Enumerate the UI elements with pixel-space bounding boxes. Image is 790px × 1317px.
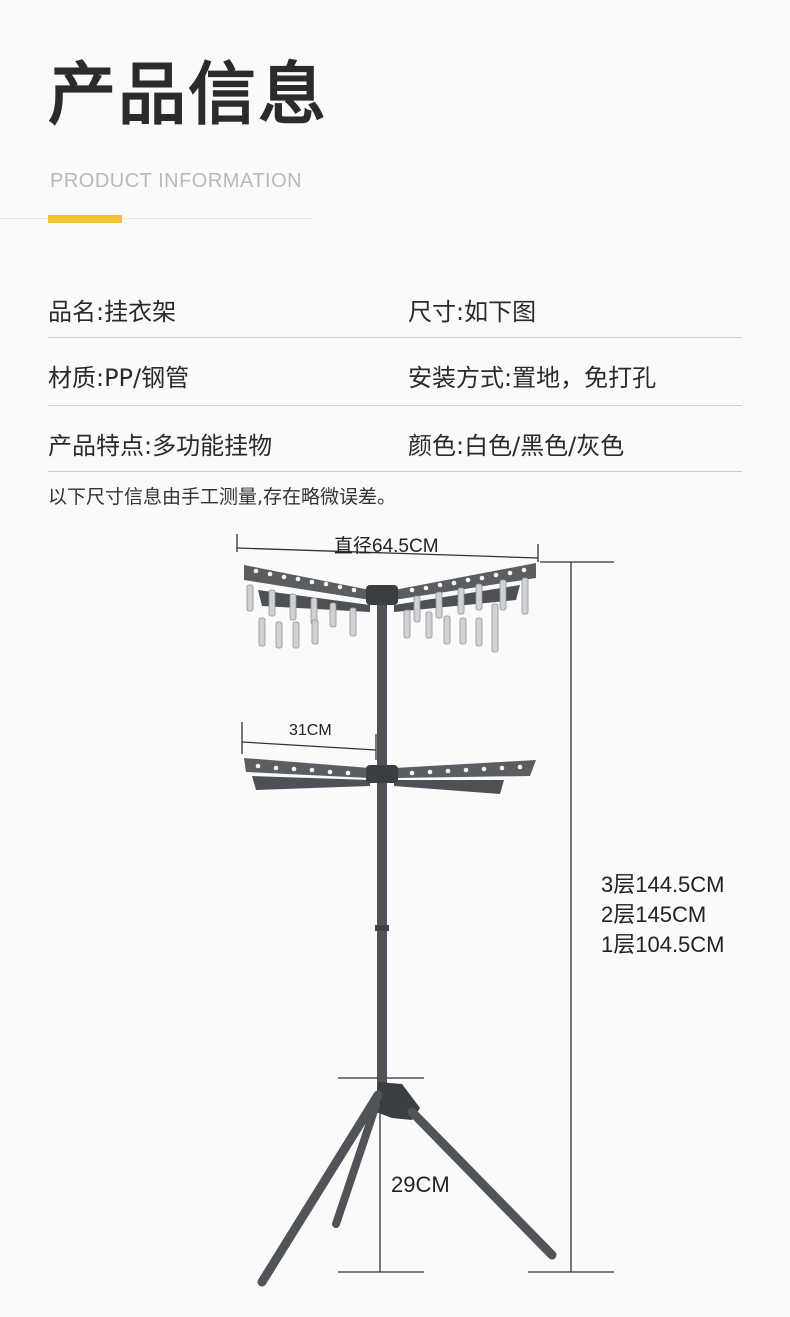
- page-subtitle: PRODUCT INFORMATION: [50, 170, 303, 192]
- arm-label: 31CM: [289, 722, 332, 739]
- spec-feature: 产品特点:多功能挂物: [48, 432, 273, 460]
- measurement-note: 以下尺寸信息由手工测量,存在略微误差。: [48, 486, 397, 508]
- page-title: 产品信息: [48, 56, 329, 135]
- height-label-3: 3层144.5CM: [601, 872, 725, 897]
- spec-divider: [48, 337, 742, 338]
- clothespins: [246, 577, 529, 653]
- drying-rack: [244, 563, 557, 1287]
- height-label-2: 2层145CM: [601, 902, 706, 927]
- diameter-label: 直径64.5CM: [334, 535, 439, 557]
- subtitle-underline: [0, 218, 312, 219]
- spec-color: 颜色:白色/黑色/灰色: [408, 432, 625, 460]
- base-label: 29CM: [391, 1172, 450, 1197]
- height-dimension: [528, 561, 614, 1273]
- spec-divider: [48, 471, 742, 472]
- spec-install: 安装方式:置地，免打孔: [408, 364, 657, 392]
- height-label-1: 1层104.5CM: [601, 932, 725, 957]
- spec-divider: [48, 405, 742, 406]
- arm-dimension: [241, 722, 377, 760]
- spec-size: 尺寸:如下图: [408, 298, 537, 326]
- accent-bar: [48, 215, 122, 223]
- spec-material: 材质:PP/钢管: [48, 364, 190, 392]
- spec-name: 品名:挂衣架: [48, 298, 177, 326]
- diameter-dimension: [236, 534, 539, 562]
